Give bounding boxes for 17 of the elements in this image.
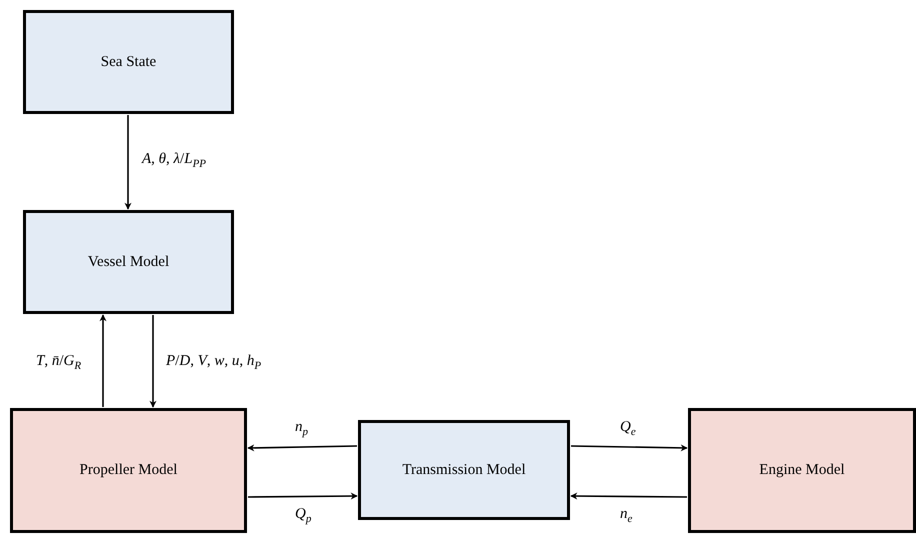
- arrow: [150, 315, 156, 408]
- arrow: [248, 492, 358, 500]
- arrow: [570, 444, 688, 452]
- box-label: Propeller Model: [80, 462, 178, 479]
- arrow: [124, 115, 132, 210]
- box-label: Vessel Model: [88, 254, 170, 270]
- box-label: Sea State: [100, 54, 156, 70]
- model-box: [23, 210, 234, 314]
- arrow: [100, 314, 106, 407]
- model-box: [10, 408, 247, 533]
- arrow: [247, 444, 358, 452]
- model-box: [688, 408, 916, 533]
- box-label: Transmission Model: [402, 462, 526, 478]
- model-box: [23, 10, 234, 114]
- box-label: Engine Model: [759, 462, 845, 479]
- arrow: [570, 492, 687, 500]
- model-box: [358, 420, 570, 520]
